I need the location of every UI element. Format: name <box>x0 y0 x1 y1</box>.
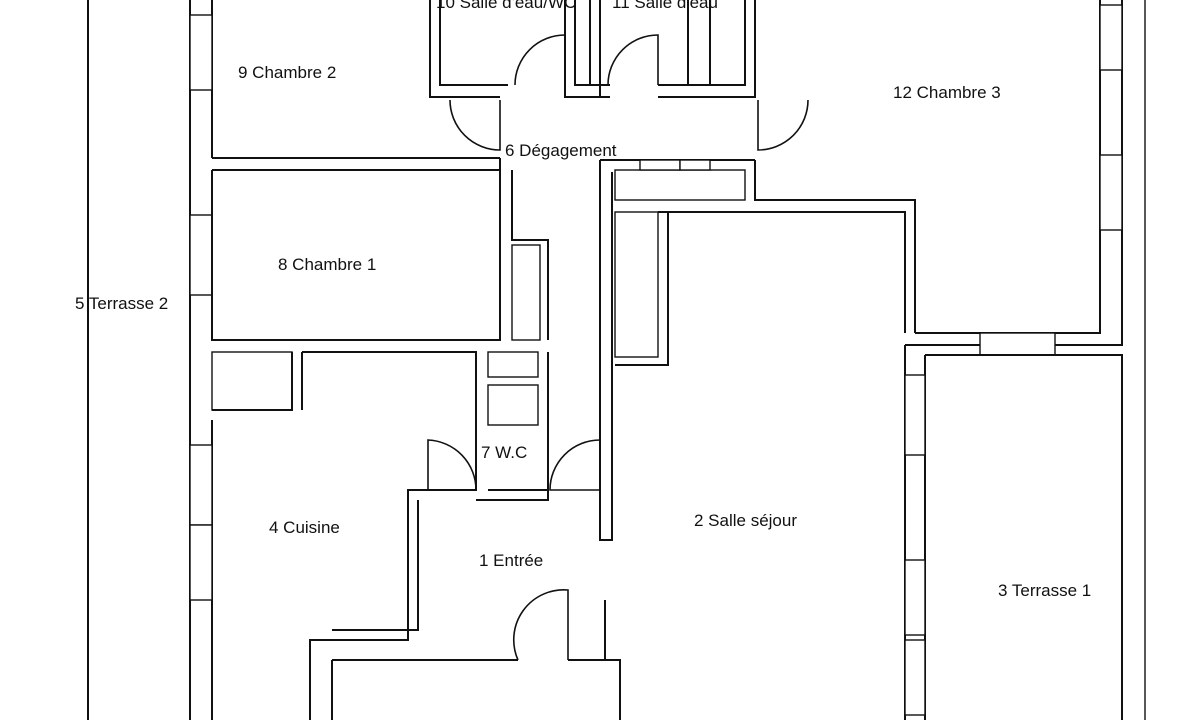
room-label-cuisine: 4 Cuisine <box>269 518 340 537</box>
room-label-degagement: 6 Dégagement <box>505 141 617 160</box>
room-label-chambre-3: 12 Chambre 3 <box>893 83 1001 102</box>
exterior-wall-left <box>189 0 213 720</box>
room-label-salle-eau-wc: 10 Salle d'eau/WC <box>436 0 577 12</box>
corridor-walls <box>211 158 669 541</box>
windows-left <box>189 14 213 601</box>
room-label-wc: 7 W.C <box>481 443 528 462</box>
room-label-terrasse-1: 3 Terrasse 1 <box>998 581 1092 600</box>
room-label-sejour: 2 Salle séjour <box>694 511 798 530</box>
room-label-chambre-1: 8 Chambre 1 <box>278 255 377 274</box>
degagement-closet <box>600 159 916 333</box>
room-wc-walls <box>476 351 549 501</box>
room-label-terrasse-2: 5 Terrasse 2 <box>75 294 169 313</box>
doors-bathrooms <box>514 34 659 86</box>
room-cuisine-walls <box>211 351 477 720</box>
front-door <box>332 589 621 720</box>
room-chambre-2-walls <box>212 157 500 171</box>
room-chambre-3-walls <box>905 0 1123 356</box>
room-label-salle-eau: 11 Salle d'eau <box>612 0 718 12</box>
room-label-chambre-2: 9 Chambre 2 <box>238 63 337 82</box>
terrasse-1-walls <box>904 0 1146 720</box>
bathrooms-walls <box>429 0 756 98</box>
doors-degagement <box>449 99 809 151</box>
room-label-entree: 1 Entrée <box>479 551 544 570</box>
doors-wc <box>427 439 601 491</box>
